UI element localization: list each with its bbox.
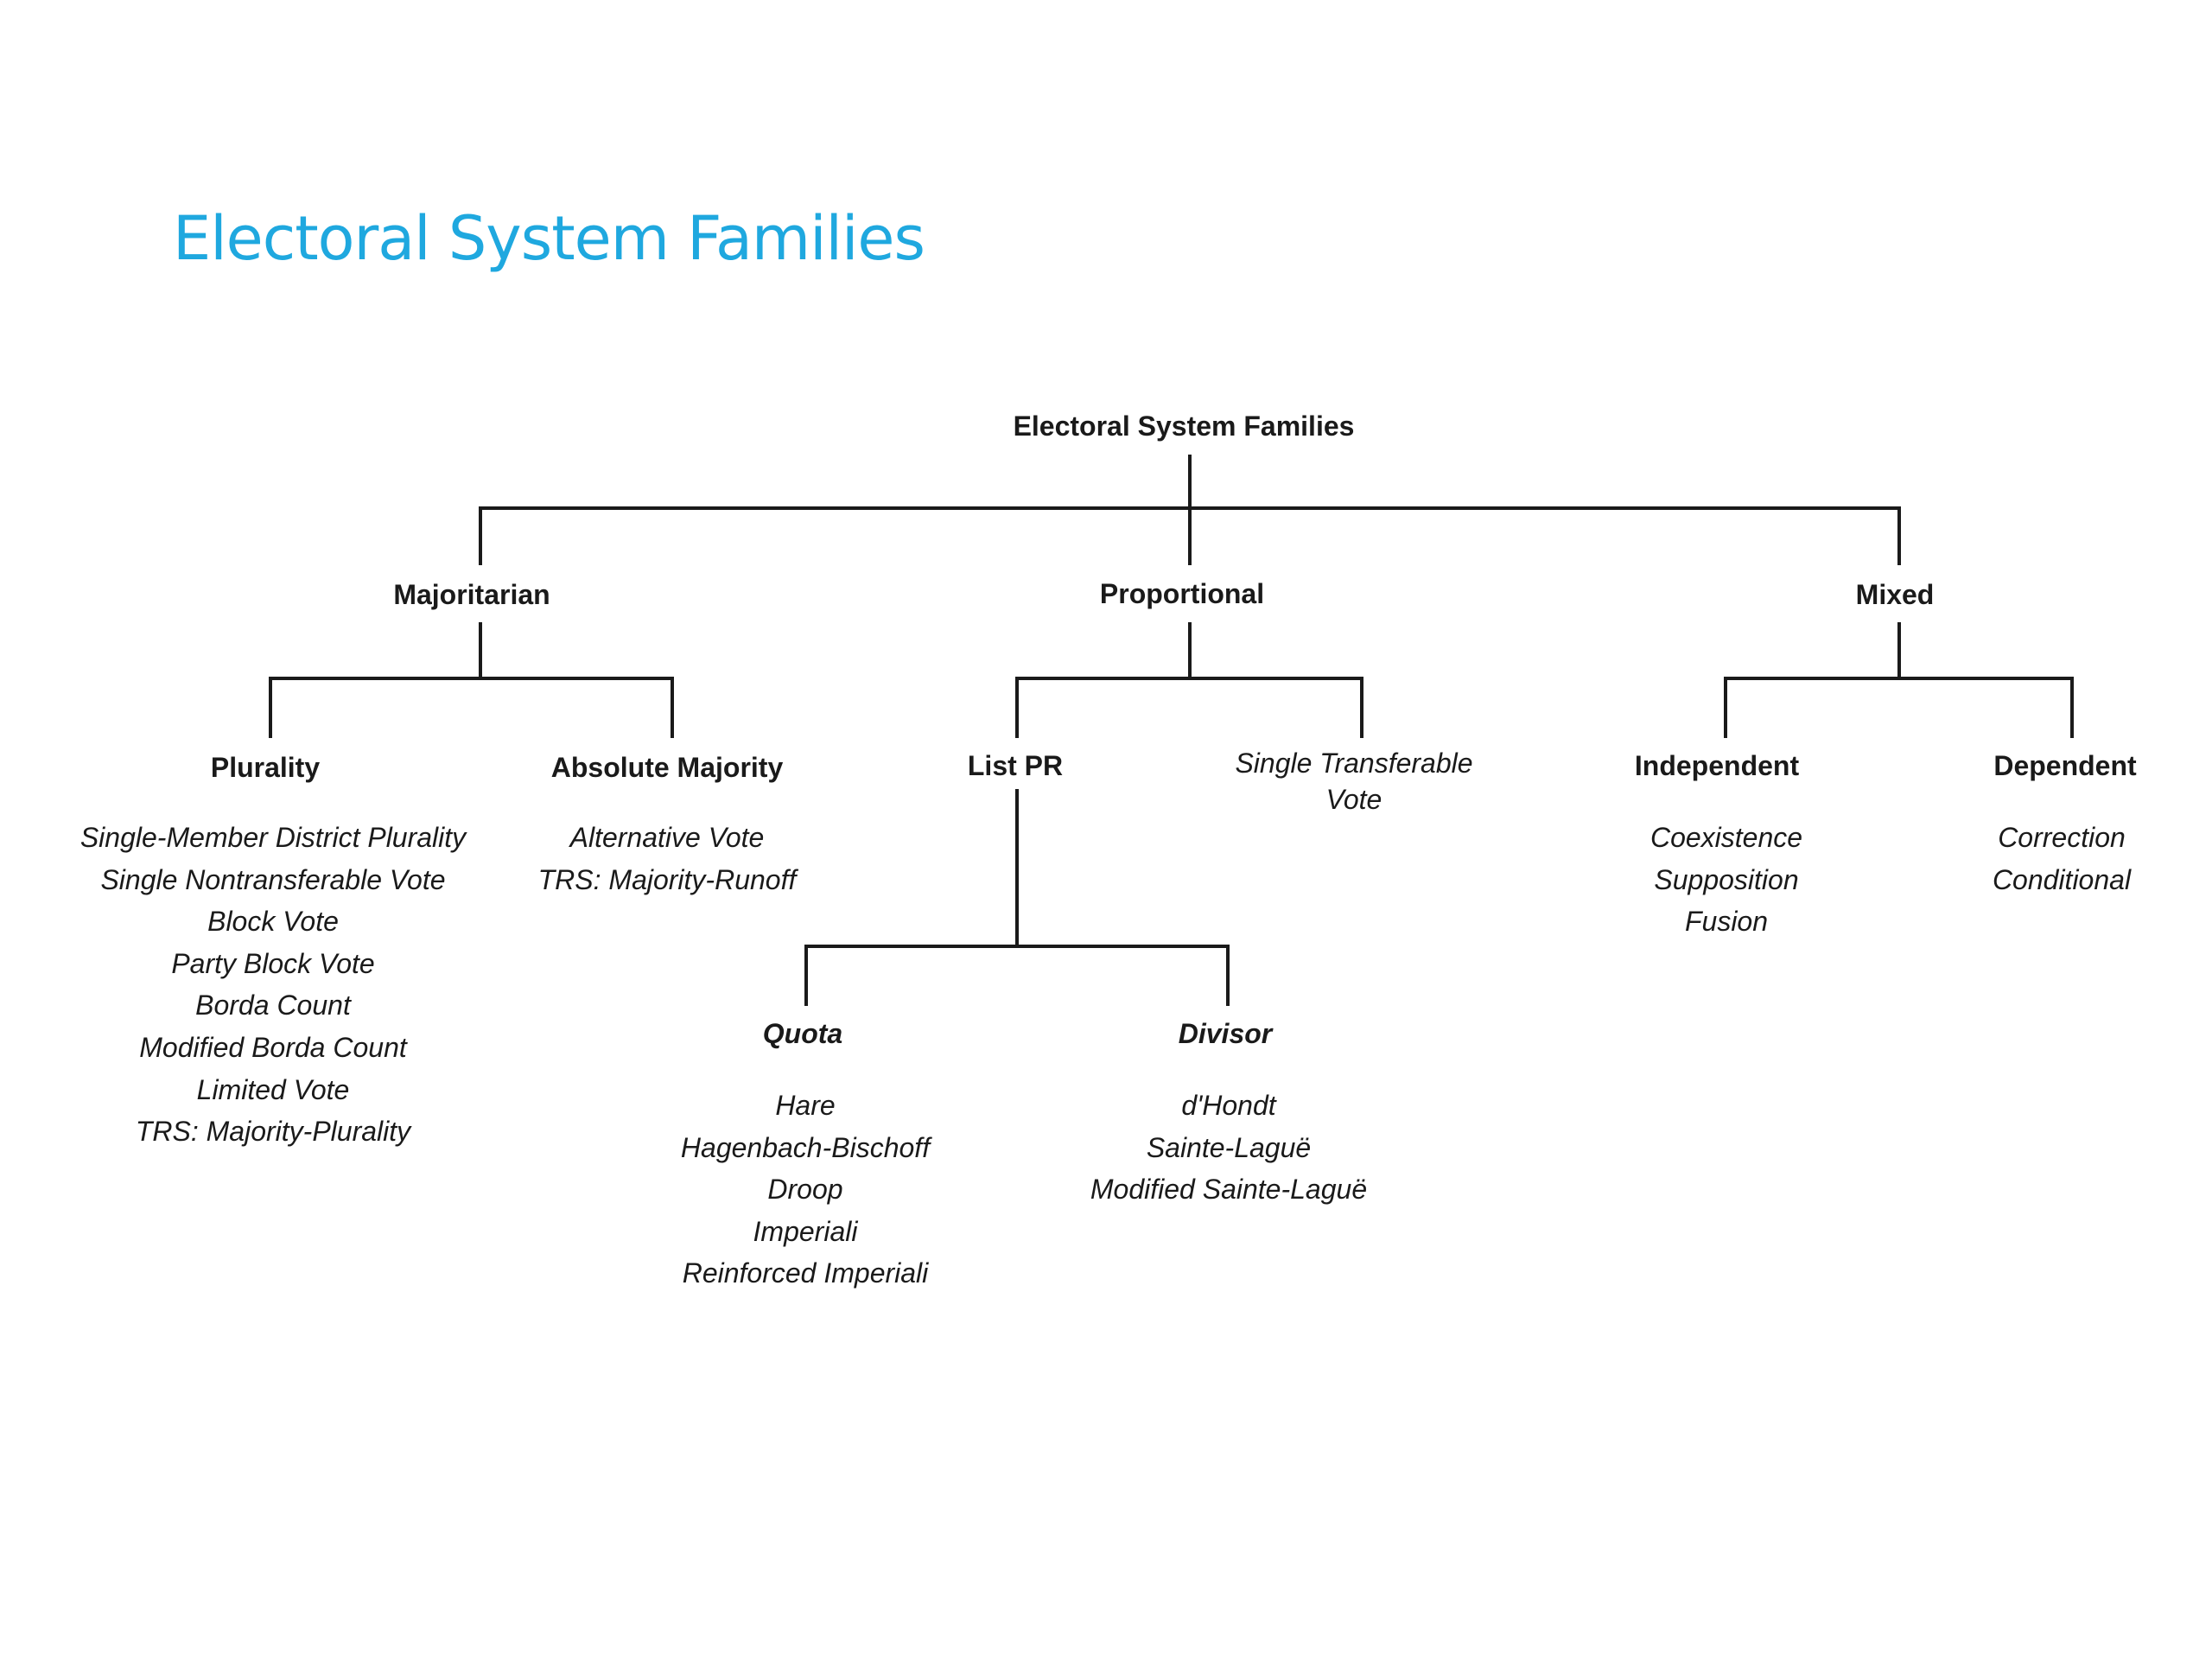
root-node: Electoral System Families	[1013, 410, 1355, 442]
majoritarian-connector	[269, 622, 674, 738]
plurality-items: Single-Member District Plurality Single …	[80, 817, 466, 1153]
proportional-connector	[1015, 622, 1363, 738]
divisor-items: d'Hondt Sainte-Laguë Modified Sainte-Lag…	[1090, 1085, 1367, 1211]
mixed-connector	[1724, 622, 2074, 738]
proportional-node: Proportional	[1099, 578, 1265, 609]
list-item: Limited Vote	[196, 1073, 350, 1105]
list-item: Borda Count	[195, 990, 351, 1021]
independent-items: Coexistence Supposition Fusion	[1650, 817, 1802, 943]
stv-label-line-1: Single Transferable	[1235, 748, 1473, 779]
list-item: Single Nontransferable Vote	[100, 863, 446, 895]
list-item: Block Vote	[207, 906, 339, 938]
list-item: d'Hondt	[1181, 1090, 1276, 1121]
list-item: Hare	[775, 1090, 836, 1121]
quota-node: Quota	[762, 1018, 843, 1049]
list-item: Modified Borda Count	[139, 1031, 407, 1063]
absolute-majority-items: Alternative Vote TRS: Majority-Runoff	[538, 817, 797, 901]
list-item: Imperiali	[753, 1215, 858, 1247]
divisor-node: Divisor	[1178, 1018, 1273, 1049]
dependent-node: Dependent	[1993, 750, 2137, 781]
root-connector	[479, 455, 1901, 565]
mixed-node: Mixed	[1855, 579, 1935, 610]
absolute-majority-node: Absolute Majority	[550, 752, 784, 783]
list-pr-connector	[804, 789, 1230, 1006]
dependent-items: Correction Conditional	[1993, 817, 2131, 901]
list-item: Modified Sainte-Laguë	[1090, 1174, 1368, 1206]
list-item: Single-Member District Plurality	[79, 822, 467, 853]
plurality-node: Plurality	[210, 752, 321, 783]
stv-node: Single Transferable Vote	[1235, 745, 1472, 818]
list-item: Supposition	[1654, 863, 1799, 895]
list-item: Reinforced Imperiali	[682, 1257, 929, 1289]
independent-node: Independent	[1634, 750, 1800, 781]
list-item: Party Block Vote	[171, 947, 375, 979]
majoritarian-node: Majoritarian	[393, 579, 550, 610]
list-item: TRS: Majority-Runoff	[537, 863, 797, 895]
quota-items: Hare Hagenbach-Bischoff Droop Imperiali …	[681, 1085, 930, 1295]
slide-title: Electoral System Families	[173, 203, 925, 274]
list-item: Fusion	[1684, 906, 1769, 938]
stv-label-line-2: Vote	[1325, 784, 1382, 815]
list-item: Conditional	[1992, 863, 2132, 895]
list-item: Droop	[767, 1174, 843, 1206]
list-item: Alternative Vote	[569, 822, 765, 853]
list-pr-node: List PR	[967, 750, 1064, 781]
list-item: Coexistence	[1649, 822, 1803, 853]
list-item: Sainte-Laguë	[1146, 1131, 1312, 1163]
list-item: Correction	[1998, 822, 2126, 853]
list-item: Hagenbach-Bischoff	[680, 1131, 931, 1163]
list-item: TRS: Majority-Plurality	[135, 1116, 411, 1148]
